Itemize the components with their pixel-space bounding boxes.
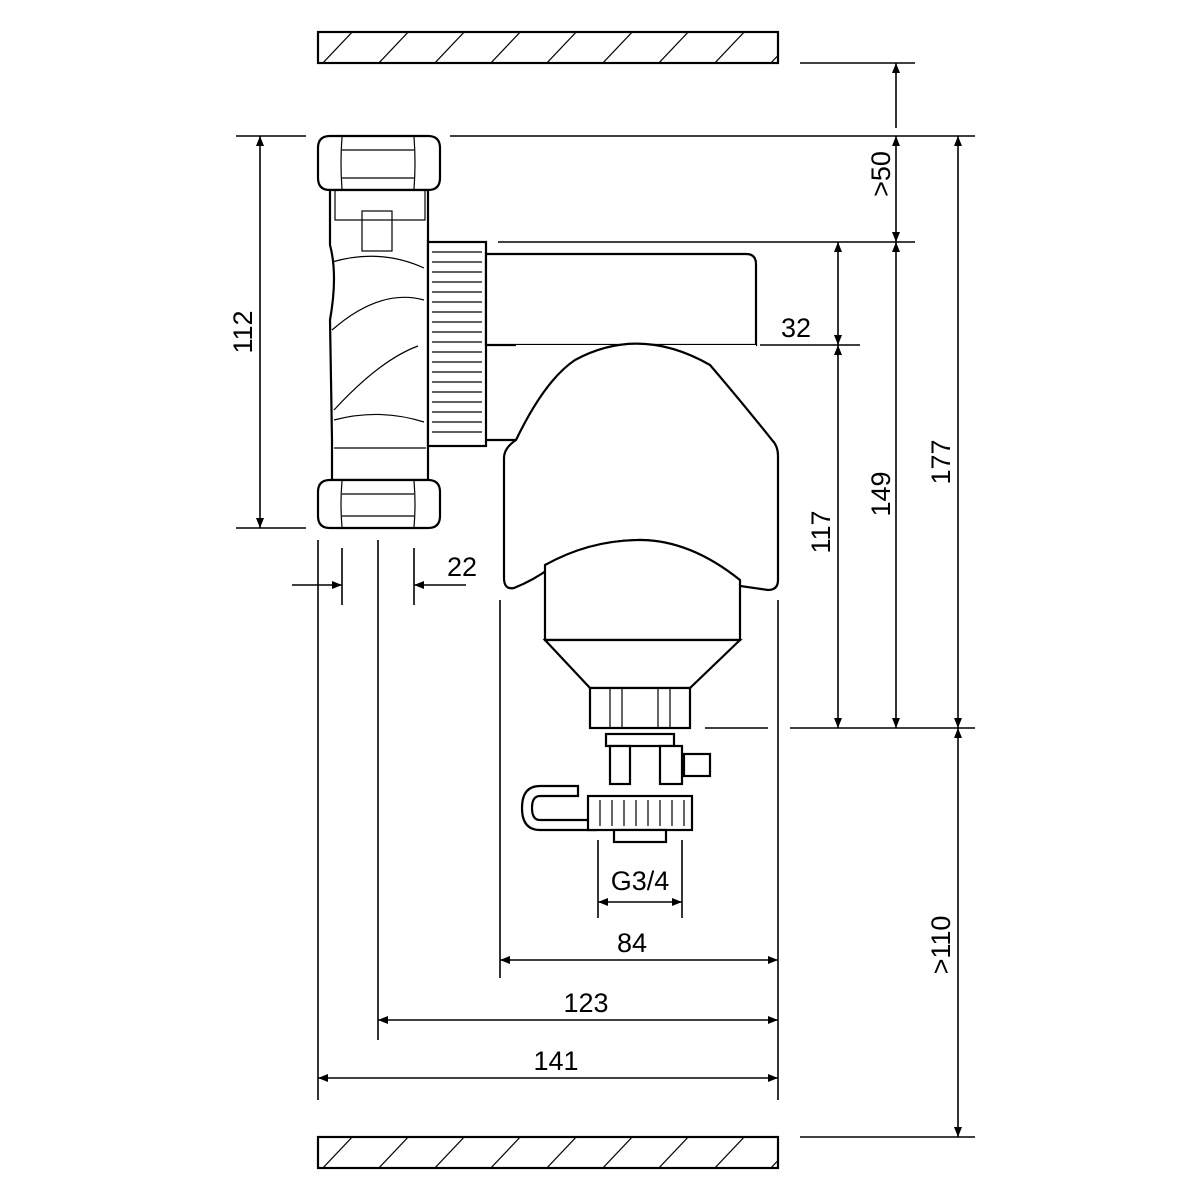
extension-lines [236,62,975,1138]
filter-cap [484,252,758,347]
dim-label-top-clearance: >50 [866,151,896,197]
dim-label-117: 117 [806,510,836,553]
bottom-wall-hatch [316,1135,780,1170]
dim-label-123: 123 [563,988,608,1018]
top-wall-hatch [316,30,780,65]
dim-label-149: 149 [866,471,896,516]
dim-label-112: 112 [228,310,258,353]
pipe-fitting [316,134,442,530]
dim-label-g34: G3/4 [611,866,670,896]
dim-label-84: 84 [617,928,647,958]
magnet-housing [542,538,743,730]
filter-body [486,342,780,592]
dimension-lines [256,63,962,1137]
drain-valve [520,732,712,844]
dim-label-177: 177 [926,439,956,484]
dim-label-32: 32 [781,313,811,343]
dim-label-141: 141 [533,1046,578,1076]
dim-label-bottom-clearance: >110 [926,916,956,975]
knurled-ring [426,240,488,448]
dim-label-22: 22 [447,552,477,582]
